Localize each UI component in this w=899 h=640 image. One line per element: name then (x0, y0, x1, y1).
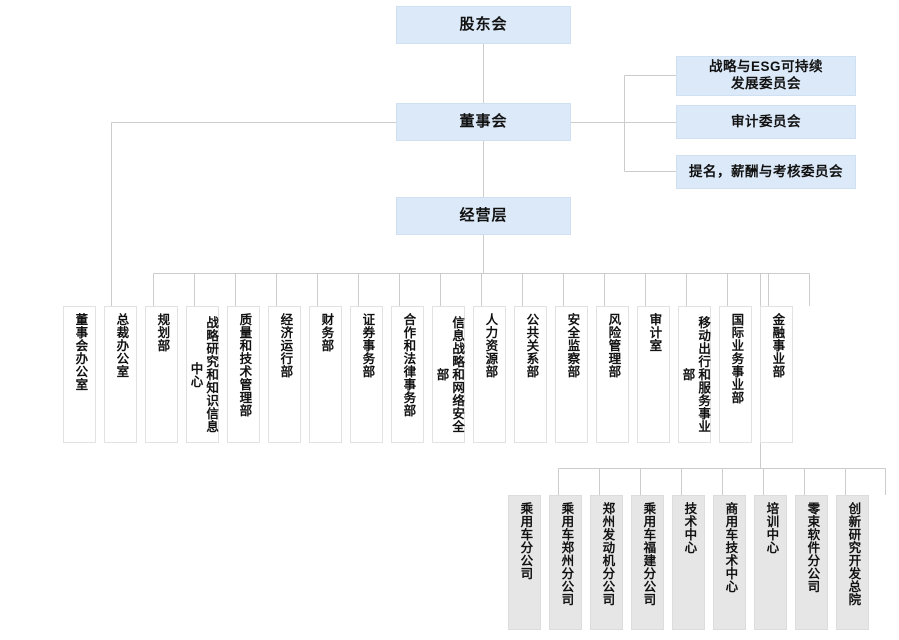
node-department-11[interactable]: 人力资源部 (473, 306, 506, 443)
node-label-line2: 发展委员会 (730, 76, 801, 91)
node-label: 移动出行和服务事业部 (680, 316, 711, 433)
node-subsidiary-6[interactable]: 商用车技术中心 (713, 495, 746, 630)
node-department-12[interactable]: 公共关系部 (514, 306, 547, 443)
node-subsidiary-2[interactable]: 乘用车郑州分公司 (549, 495, 582, 630)
node-label: 培训中心 (764, 502, 779, 554)
node-department-4[interactable]: 战略研究和知识信息中心 (186, 306, 219, 443)
node-label: 经济运行部 (278, 313, 293, 378)
node-department-14[interactable]: 风险管理部 (596, 306, 629, 443)
node-label: 技术中心 (682, 502, 697, 554)
node-subsidiary-4[interactable]: 乘用车福建分公司 (631, 495, 664, 630)
node-label: 证券事务部 (360, 313, 375, 378)
node-label: 公共关系部 (524, 313, 539, 378)
node-label: 审计委员会 (731, 113, 801, 129)
node-label: 经营层 (459, 206, 508, 224)
node-label: 总裁办公室 (114, 313, 129, 378)
node-label: 董事会办公室 (73, 313, 88, 391)
node-label: 信息战略和网络安全部 (434, 316, 465, 433)
node-label: 国际业务事业部 (729, 313, 744, 404)
node-subsidiary-8[interactable]: 零束软件分公司 (795, 495, 828, 630)
node-label: 人力资源部 (483, 313, 498, 378)
node-department-7[interactable]: 财务部 (309, 306, 342, 443)
node-label: 战略与ESG可持续 发展委员会 (709, 59, 823, 93)
node-label: 提名，薪酬与考核委员会 (689, 163, 843, 179)
node-label: 郑州发动机分公司 (600, 502, 615, 606)
node-label: 规划部 (155, 313, 170, 352)
node-department-16[interactable]: 移动出行和服务事业部 (678, 306, 711, 443)
node-subsidiary-7[interactable]: 培训中心 (754, 495, 787, 630)
node-subsidiary-9[interactable]: 创新研究开发总院 (836, 495, 869, 630)
node-label-line1: 战略与ESG可持续 (708, 59, 823, 75)
node-department-15[interactable]: 审计室 (637, 306, 670, 443)
node-label: 合作和法律事务部 (401, 313, 416, 417)
node-label: 零束软件分公司 (805, 502, 820, 593)
node-department-1[interactable]: 董事会办公室 (63, 306, 96, 443)
node-label: 金融事业部 (770, 313, 785, 378)
node-subsidiary-5[interactable]: 技术中心 (672, 495, 705, 630)
node-department-9[interactable]: 合作和法律事务部 (391, 306, 424, 443)
node-label: 乘用车福建分公司 (641, 502, 656, 606)
node-subsidiary-3[interactable]: 郑州发动机分公司 (590, 495, 623, 630)
node-committee-nomination-compensation[interactable]: 提名，薪酬与考核委员会 (676, 155, 856, 189)
node-label: 财务部 (319, 313, 334, 352)
node-department-18[interactable]: 金融事业部 (760, 306, 793, 443)
node-committee-strategy-esg[interactable]: 战略与ESG可持续 发展委员会 (676, 56, 856, 96)
node-department-6[interactable]: 经济运行部 (268, 306, 301, 443)
node-department-8[interactable]: 证券事务部 (350, 306, 383, 443)
node-board-of-directors[interactable]: 董事会 (396, 103, 571, 141)
node-department-3[interactable]: 规划部 (145, 306, 178, 443)
node-department-17[interactable]: 国际业务事业部 (719, 306, 752, 443)
node-label: 乘用车分公司 (518, 502, 533, 580)
node-department-13[interactable]: 安全监察部 (555, 306, 588, 443)
node-label: 质量和技术管理部 (237, 313, 252, 417)
node-label: 战略研究和知识信息中心 (188, 316, 219, 433)
node-label: 风险管理部 (606, 313, 621, 378)
node-subsidiary-1[interactable]: 乘用车分公司 (508, 495, 541, 630)
node-label: 股东会 (459, 15, 508, 33)
node-label: 乘用车郑州分公司 (559, 502, 574, 606)
node-department-5[interactable]: 质量和技术管理部 (227, 306, 260, 443)
node-department-2[interactable]: 总裁办公室 (104, 306, 137, 443)
node-shareholders-meeting[interactable]: 股东会 (396, 6, 571, 44)
node-label: 董事会 (459, 112, 508, 130)
node-label: 安全监察部 (565, 313, 580, 378)
node-label: 商用车技术中心 (723, 502, 738, 593)
node-label: 创新研究开发总院 (846, 502, 861, 606)
node-label: 审计室 (647, 313, 662, 352)
node-department-10[interactable]: 信息战略和网络安全部 (432, 306, 465, 443)
node-management-layer[interactable]: 经营层 (396, 197, 571, 235)
node-committee-audit[interactable]: 审计委员会 (676, 105, 856, 139)
